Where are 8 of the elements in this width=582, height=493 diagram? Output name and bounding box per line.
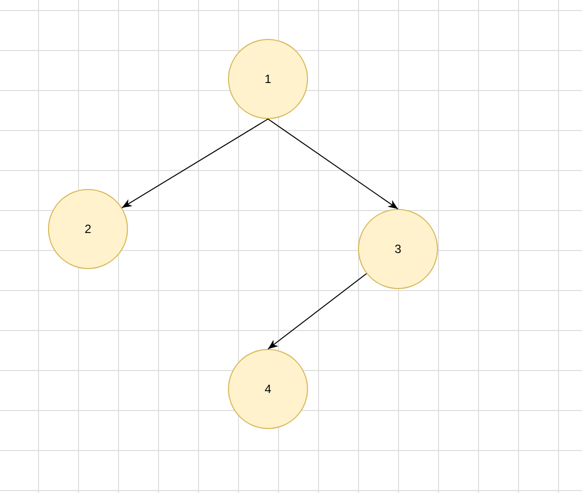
arrow xyxy=(268,118,398,210)
node-label: 1 xyxy=(264,72,272,86)
node-label: 2 xyxy=(84,222,92,236)
node-label: 3 xyxy=(394,242,402,256)
arrow xyxy=(268,273,367,350)
arrow xyxy=(121,118,268,208)
node-label: 4 xyxy=(264,382,272,396)
circle-node xyxy=(358,209,438,289)
